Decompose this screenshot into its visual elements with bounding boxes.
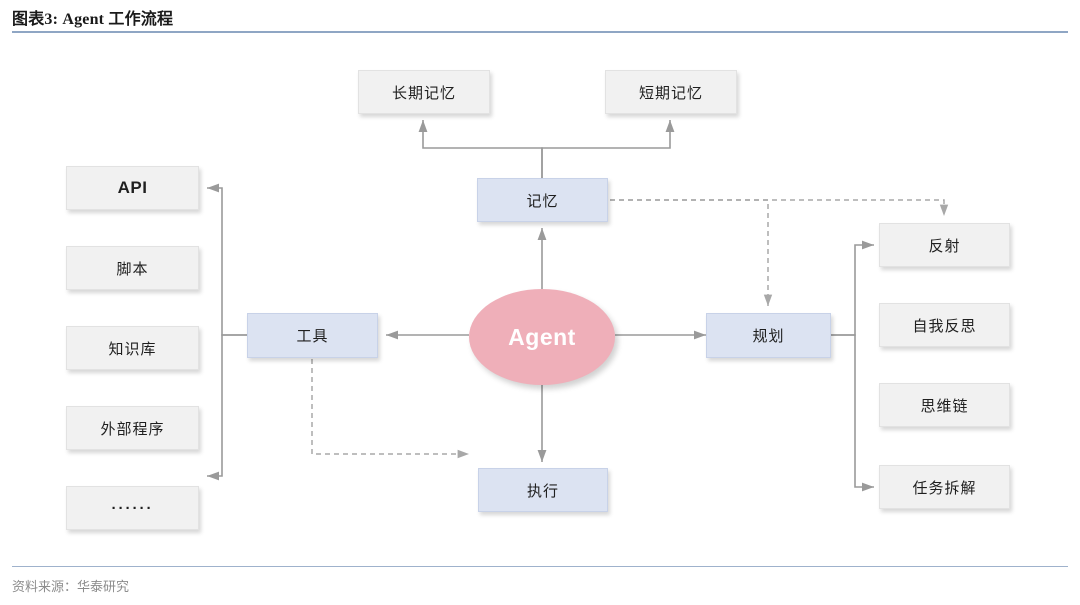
node-label: API: [117, 178, 148, 197]
node-tools[interactable]: 工具: [247, 313, 378, 358]
edge-memory-to-shortterm: [541, 119, 675, 178]
node-label: 外部程序: [100, 421, 165, 438]
node-knowledge-base[interactable]: 知识库: [66, 326, 199, 370]
node-api[interactable]: API: [66, 166, 199, 210]
node-self-reflection[interactable]: 自我反思: [879, 303, 1010, 347]
edge-planning-to-task-decomposition: [831, 334, 875, 492]
edge-memory-to-reflection-dashed: [610, 199, 949, 217]
page-title: 图表3: Agent 工作流程: [12, 11, 174, 28]
edge-tools-to-execution-dashed: [311, 359, 470, 459]
edge-memory-to-planning-dashed: [610, 199, 773, 307]
figure-header: 图表3: Agent 工作流程: [0, 0, 1080, 36]
footer-divider: [12, 566, 1068, 567]
node-label: 执行: [526, 483, 559, 500]
node-agent[interactable]: Agent: [469, 289, 615, 385]
figure-source: 资料来源：华泰研究: [12, 579, 130, 594]
node-planning[interactable]: 规划: [706, 313, 831, 358]
node-agent-label: Agent: [508, 323, 576, 350]
node-task-decomposition[interactable]: 任务拆解: [879, 465, 1010, 509]
node-label: 知识库: [108, 341, 157, 358]
node-label: 长期记忆: [391, 85, 456, 102]
node-reflection[interactable]: 反射: [879, 223, 1010, 267]
node-script[interactable]: 脚本: [66, 246, 199, 290]
node-label: ······: [111, 499, 154, 517]
node-label: 思维链: [920, 398, 969, 415]
node-ellipsis[interactable]: ······: [66, 486, 199, 530]
node-external-program[interactable]: 外部程序: [66, 406, 199, 450]
agent-workflow-diagram: 长期记忆 短期记忆 记忆 API 脚本 知识库 外部程序 ······ 工具 A…: [0, 36, 1080, 564]
node-label: 记忆: [526, 193, 559, 210]
node-long-term-memory[interactable]: 长期记忆: [358, 70, 490, 114]
node-memory[interactable]: 记忆: [477, 178, 608, 222]
node-execution[interactable]: 执行: [478, 468, 608, 512]
edge-planning-to-reflection: [831, 240, 875, 336]
header-divider: [12, 31, 1068, 33]
node-label: 脚本: [116, 261, 149, 278]
node-label: 工具: [296, 329, 329, 345]
edge-memory-to-longterm: [418, 119, 543, 178]
node-label: 反射: [928, 238, 961, 255]
node-chain-of-thought[interactable]: 思维链: [879, 383, 1010, 427]
node-label: 规划: [752, 329, 785, 345]
node-label: 短期记忆: [638, 85, 703, 102]
node-label: 自我反思: [912, 318, 977, 335]
node-short-term-memory[interactable]: 短期记忆: [605, 70, 737, 114]
node-label: 任务拆解: [912, 480, 977, 497]
